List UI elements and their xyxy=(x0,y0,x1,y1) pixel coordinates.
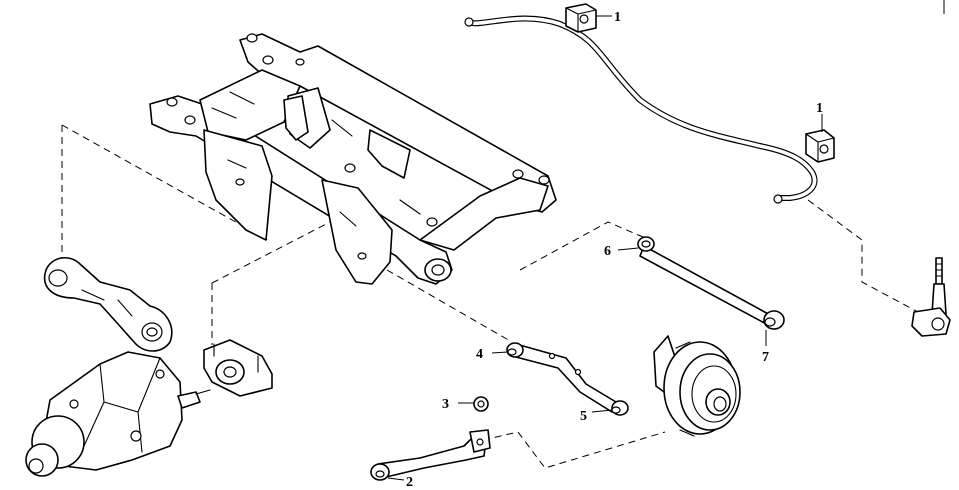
callout-3: 3 xyxy=(442,397,449,412)
callout-4: 4 xyxy=(476,347,483,362)
lower-link xyxy=(370,396,491,481)
callout-5: 5 xyxy=(580,409,587,424)
callout-2: 2 xyxy=(406,475,413,490)
rear-hub-brake-drum xyxy=(653,335,741,437)
stabilizer-bushing-lower xyxy=(805,129,835,163)
lateral-link-upper xyxy=(637,236,785,330)
callouts: 1 1 2 3 4 5 6 7 xyxy=(406,10,823,490)
stabilizer-link xyxy=(911,257,951,337)
callout-7: 7 xyxy=(762,350,769,365)
stabilizer-bar xyxy=(464,15,818,204)
differential xyxy=(25,351,211,477)
callout-6: 6 xyxy=(604,244,611,259)
callout-1-upper: 1 xyxy=(614,10,621,25)
rear-subframe xyxy=(149,33,557,285)
stabilizer-bushing-upper xyxy=(565,3,597,33)
trailing-link xyxy=(506,342,629,416)
leader-lines xyxy=(387,15,823,481)
differential-mount-member xyxy=(43,257,173,352)
callout-1-lower: 1 xyxy=(816,101,823,116)
differential-rear-mount xyxy=(203,339,273,397)
assembly-guide-lines xyxy=(61,124,919,469)
